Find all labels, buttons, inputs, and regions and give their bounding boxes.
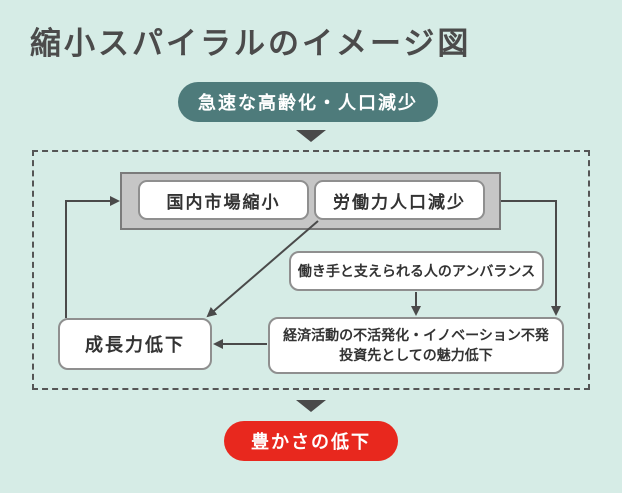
down-arrow-bottom-icon xyxy=(296,400,326,412)
spiral-dashed-frame xyxy=(32,150,590,390)
arrow-labor-to-growth xyxy=(206,220,319,318)
node-domestic-market: 国内市場縮小 xyxy=(138,180,309,220)
result-pill: 豊かさの低下 xyxy=(224,421,398,461)
node-innovation-line1: 経済活動の不活発化・イノベーション不発 xyxy=(283,327,549,344)
node-innovation-line2: 投資先としての魅力低下 xyxy=(339,347,493,364)
down-arrow-top-icon xyxy=(296,130,326,142)
node-labor-force: 労働力人口減少 xyxy=(314,180,485,220)
arrow-labor-to-innovation xyxy=(501,200,561,316)
node-worker-imbalance: 働き手と支えられる人のアンバランス xyxy=(289,251,544,291)
page-title: 縮小スパイラルのイメージ図 xyxy=(30,26,472,62)
node-innovation: 経済活動の不活発化・イノベーション不発 投資先としての魅力低下 xyxy=(268,317,564,374)
node-growth: 成長力低下 xyxy=(58,318,212,370)
top-cause-pill: 急速な高齢化・人口減少 xyxy=(178,82,438,122)
arrow-growth-to-market xyxy=(65,196,120,318)
